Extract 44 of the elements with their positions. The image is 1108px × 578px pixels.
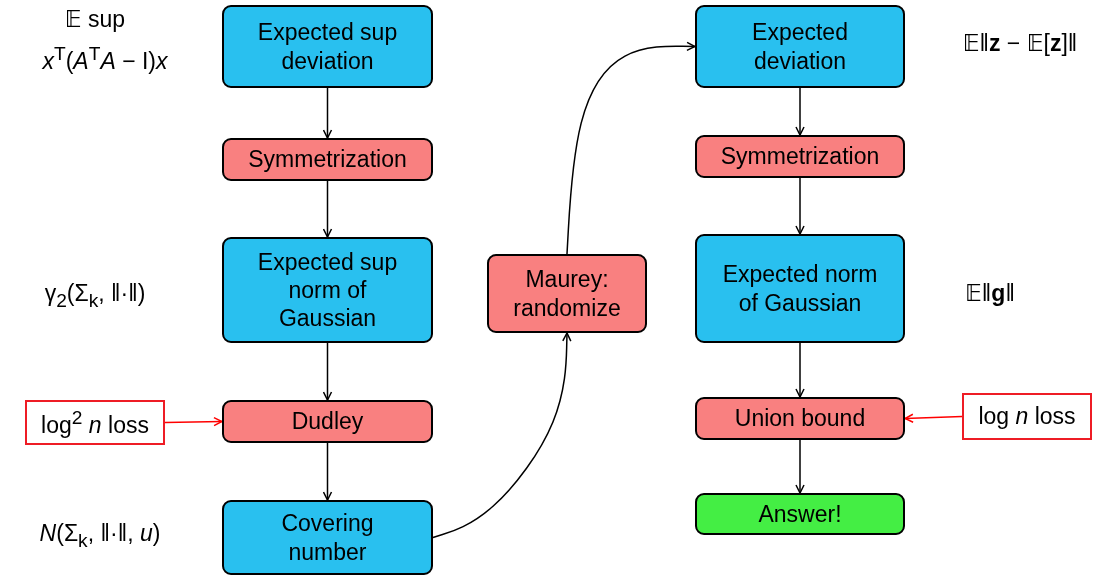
process-box [695, 234, 905, 343]
arrow [795, 177, 805, 235]
process-box [695, 5, 905, 88]
note-box [962, 393, 1092, 440]
arrow [322, 442, 333, 501]
math-expression: x$^{T}$(A$^{T}$A − I)x [41, 42, 169, 76]
node-label: Expected sup deviation [256, 18, 399, 75]
step-box [222, 400, 433, 443]
node-label: Maurey: randomize [512, 265, 622, 322]
math-expression: 𝔼‖z − 𝔼[z]‖ [961, 30, 1079, 58]
step-box [487, 254, 647, 333]
node-label: Expected sup norm of Gaussian [256, 247, 399, 333]
math-expression: 𝔼‖g‖ [964, 280, 1016, 308]
math-expression: N(Σ$_{k}$, ‖·‖, u) [38, 520, 162, 552]
note-box [25, 400, 165, 445]
node-label: Dudley [291, 407, 364, 436]
arrow [322, 87, 333, 139]
node-label: Symmetrization [720, 142, 880, 171]
arrow [904, 413, 963, 423]
arrow [566, 41, 696, 255]
arrow [432, 332, 572, 539]
process-box [222, 237, 433, 343]
arrow [322, 180, 333, 238]
arrow [164, 416, 223, 427]
step-box [222, 138, 433, 181]
node-label: log n loss [978, 402, 1076, 431]
result-box [695, 493, 905, 535]
process-box [222, 500, 433, 575]
node-label: Symmetrization [248, 145, 407, 174]
step-box [695, 397, 905, 440]
arrow [322, 342, 333, 401]
node-label: Answer! [758, 499, 842, 528]
arrow [795, 87, 805, 136]
math-expression: 𝔼 sup [63, 6, 127, 34]
node-label: Union bound [734, 404, 866, 433]
math-expression: γ$_{2}$(Σ$_{k}$, ‖·‖) [43, 280, 147, 312]
node-label: log$^{2}$ n loss [41, 406, 149, 439]
node-label: Expected norm of Gaussian [721, 260, 879, 317]
arrow [795, 342, 805, 398]
arrow [795, 439, 805, 494]
node-label: Expected deviation [751, 18, 849, 75]
step-box [695, 135, 905, 178]
process-box [222, 5, 433, 88]
node-label: Covering number [280, 509, 375, 566]
